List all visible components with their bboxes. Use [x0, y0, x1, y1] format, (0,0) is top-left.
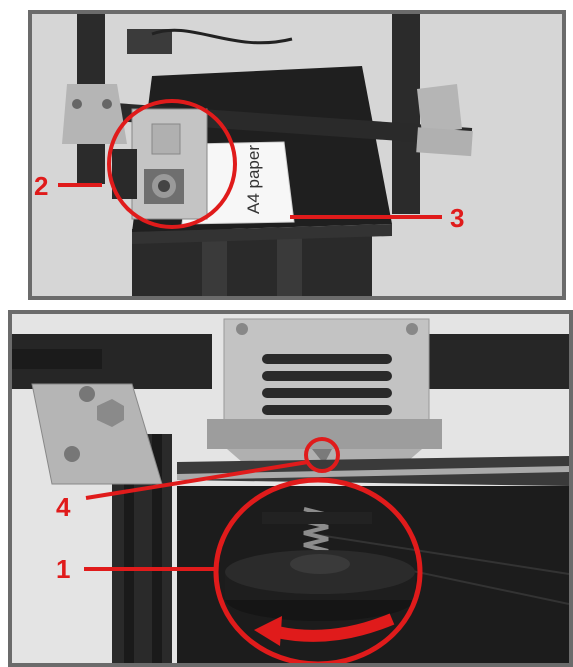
callout-2-circle: [107, 99, 237, 229]
right-z-column: [392, 14, 420, 214]
leveling-knob: [225, 550, 415, 621]
printer-overview-illustration: A4 paper 2 3: [32, 14, 562, 296]
callout-2-label: 2: [34, 171, 48, 201]
rotate-arrow: [275, 613, 395, 642]
x-rail: [427, 334, 569, 389]
leveling-closeup-illustration: 4 1: [12, 314, 569, 663]
callout-4-label: 4: [56, 492, 71, 522]
callout-4-leader: [85, 460, 309, 500]
callout-1-label: 1: [56, 554, 70, 584]
nozzle: [312, 449, 332, 464]
top-illustration-panel: A4 paper 2 3: [28, 10, 566, 300]
callout-3-label: 3: [450, 203, 464, 233]
callout-4-circle: [304, 437, 340, 473]
print-head-carriage: [207, 318, 442, 464]
bottom-illustration-panel: 4 1: [8, 310, 573, 667]
callout-1-circle: [213, 477, 423, 663]
paper-label: A4 paper: [244, 145, 263, 214]
